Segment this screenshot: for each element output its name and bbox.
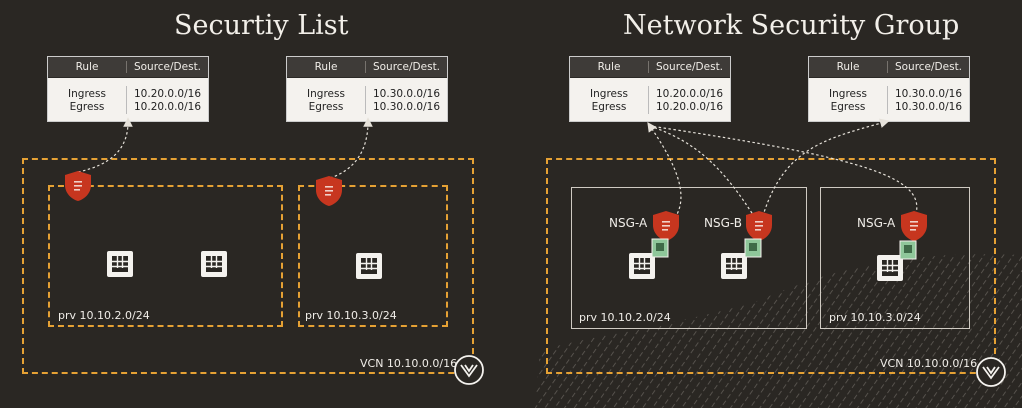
rule-cell: Egress [591, 101, 627, 113]
subnet-box [820, 187, 970, 329]
compute-instance-icon [877, 255, 903, 281]
vnic-icon [899, 240, 917, 260]
source-header: Source/Dest. [372, 61, 441, 73]
source-header: Source/Dest. [655, 61, 724, 73]
source-cell: 10.20.0.0/16 [656, 101, 723, 113]
shield-icon [901, 211, 927, 241]
rule-cell: Ingress [68, 88, 106, 100]
source-cell: 10.30.0.0/16 [895, 101, 962, 113]
subnet-label: prv 10.10.3.0/24 [829, 311, 921, 324]
compute-instance-icon [201, 251, 227, 277]
source-cell: 10.30.0.0/16 [895, 88, 962, 100]
subnet-label: prv 10.10.2.0/24 [579, 311, 671, 324]
source-cell: 10.20.0.0/16 [656, 88, 723, 100]
vcn-label: VCN 10.10.0.0/16 [360, 357, 458, 370]
compute-instance-icon [356, 253, 382, 279]
source-header: Source/Dest. [894, 61, 963, 73]
nsg-label: NSG-A [609, 216, 648, 230]
vcn-router-icon [454, 355, 484, 385]
rule-header: Rule [570, 61, 649, 73]
vcn-box [22, 158, 474, 374]
vcn-label: VCN 10.10.0.0/16 [880, 357, 978, 370]
nsg-label: NSG-B [704, 216, 743, 230]
subnet-box [298, 185, 448, 327]
shield-icon [65, 171, 91, 201]
source-cell: 10.20.0.0/16 [134, 101, 201, 113]
rule-cell: Egress [830, 101, 866, 113]
vnic-icon [651, 238, 669, 258]
source-cell: 10.20.0.0/16 [134, 88, 201, 100]
vcn-router-icon [976, 357, 1006, 387]
source-cell: 10.30.0.0/16 [373, 88, 440, 100]
rule-cell: Ingress [829, 88, 867, 100]
compute-instance-icon [107, 251, 133, 277]
rule-cell: Ingress [307, 88, 345, 100]
rule-cell: Ingress [590, 88, 628, 100]
compute-instance-icon [629, 253, 655, 279]
rule-cell: Egress [308, 101, 344, 113]
shield-icon [316, 176, 342, 206]
security-list-title: Securtiy List [174, 10, 349, 41]
vnic-icon [744, 238, 762, 258]
rule-header: Rule [287, 61, 366, 73]
nsg-title: Network Security Group [623, 10, 960, 41]
subnet-box [571, 187, 807, 329]
source-header: Source/Dest. [133, 61, 202, 73]
rule-header: Rule [809, 61, 888, 73]
subnet-label: prv 10.10.3.0/24 [305, 309, 397, 322]
subnet-box [48, 185, 283, 327]
vcn-box [546, 158, 996, 374]
source-cell: 10.30.0.0/16 [373, 101, 440, 113]
rule-cell: Egress [69, 101, 105, 113]
shield-icon [746, 211, 772, 241]
compute-instance-icon [721, 253, 747, 279]
rule-header: Rule [48, 61, 127, 73]
shield-icon [653, 211, 679, 241]
nsg-label: NSG-A [857, 216, 896, 230]
subnet-label: prv 10.10.2.0/24 [58, 309, 150, 322]
